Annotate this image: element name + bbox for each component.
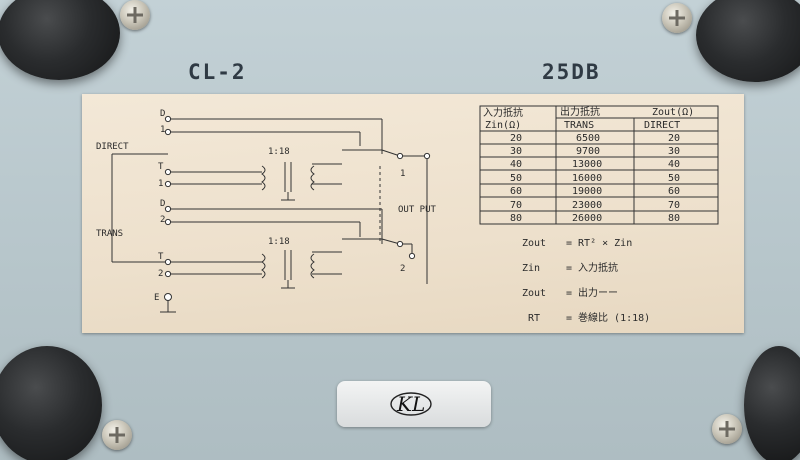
table-row: 50 16000 50 [510,173,680,184]
table-row: 60 19000 60 [510,186,680,197]
formula-4-right: = 巻線比 (1:18) [566,311,650,324]
earth-label: E [154,293,159,303]
table-cell-trans: 26000 [572,213,602,224]
table-cell-direct: 80 [668,213,680,224]
trans-label: TRANS [96,229,123,239]
table-cell-zin: 60 [510,186,522,197]
table-cell-direct: 20 [668,133,680,144]
out-2-label: 2 [400,264,405,274]
gain-label: 25DB [542,60,601,84]
output-label: OUT PUT [398,205,437,215]
table-header-zin-top: 入力抵抗 [483,106,523,119]
ratio-label-2: 1:18 [268,237,290,247]
ch2-n2-label: 2 [158,269,163,279]
table-cell-zin: 80 [510,213,522,224]
table-header-zout: Zout(Ω) [652,107,694,118]
brand-logo-mark: KL [390,392,432,416]
table-cell-zin: 30 [510,146,522,157]
table-cell-trans: 19000 [572,186,602,197]
table-cell-direct: 60 [668,186,680,197]
table-header-out-top: 出力抵抗 [560,105,600,118]
ch2-t-label: T [158,252,164,262]
table-header-zin-bottom: Zin(Ω) [485,120,521,131]
brand-logo-text: KL [396,392,425,416]
table-cell-direct: 40 [668,159,680,170]
formula-2-right: = 入力抵抗 [566,261,618,274]
ch2-n1-label: 2 [160,215,165,225]
ch1-d-label: D [160,109,165,119]
table-cell-trans: 13000 [572,159,602,170]
table-row: 80 26000 80 [510,213,680,224]
table-cell-trans: 23000 [572,200,602,211]
rubber-foot-top-right [696,0,800,82]
formula-4-left: RT [528,313,540,324]
spec-plate: DIRECT TRANS OUT PUT 1:18 1:18 D 1 T 1 D… [82,94,744,333]
table-cell-direct: 70 [668,200,680,211]
table-cell-zin: 70 [510,200,522,211]
screw-bottom-right [712,414,742,444]
table-cell-direct: 50 [668,173,680,184]
rubber-foot-bottom-left [0,346,102,460]
screw-bottom-left [102,420,132,450]
formula-3-left: Zout [522,288,546,299]
formula-2-left: Zin [522,263,540,274]
table-row: 20 6500 20 [510,133,680,144]
ch1-n2-label: 1 [158,179,163,189]
table-cell-zin: 40 [510,159,522,170]
table-cell-zin: 20 [510,133,522,144]
ch1-t-label: T [158,162,164,172]
formula-1-right: = RT² × Zin [566,238,632,249]
table-cell-trans: 16000 [572,173,602,184]
table-cell-zin: 50 [510,173,522,184]
table-row: 30 9700 30 [510,146,680,157]
rubber-foot-top-left [0,0,120,80]
rubber-foot-bottom-right [744,346,800,460]
table-cell-trans: 6500 [576,133,600,144]
table-row: 70 23000 70 [510,200,680,211]
screw-top-left [120,0,150,30]
model-label: CL-2 [188,60,247,84]
ratio-label-1: 1:18 [268,147,290,157]
table-row: 40 13000 40 [510,159,680,170]
direct-label: DIRECT [96,142,129,152]
table-header-direct: DIRECT [644,120,680,131]
spec-plate-drawing: DIRECT TRANS OUT PUT 1:18 1:18 D 1 T 1 D… [96,105,719,324]
ch1-n1-label: 1 [160,125,165,135]
ch2-d-label: D [160,199,165,209]
table-cell-trans: 9700 [576,146,600,157]
formula-1-left: Zout [522,238,546,249]
table-cell-direct: 30 [668,146,680,157]
brand-logo-tag: KL [337,381,491,427]
screw-top-right [662,3,692,33]
table-header-trans: TRANS [564,120,594,131]
out-1-label: 1 [400,169,405,179]
formula-3-right: = 出力ーー [566,286,618,299]
